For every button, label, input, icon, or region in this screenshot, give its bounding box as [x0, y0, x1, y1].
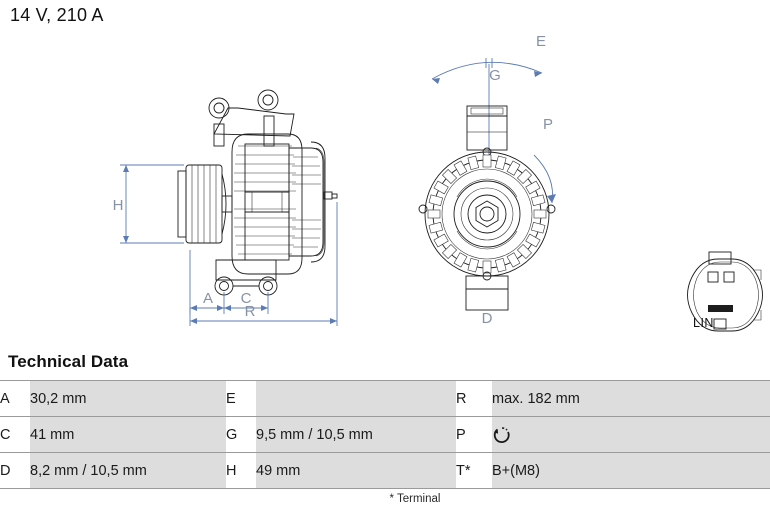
dimension-r — [189, 202, 338, 326]
lin-connector-label: LIN — [693, 316, 714, 330]
lin-connector-drawing — [687, 251, 763, 332]
spec-value-r: max. 182 mm — [492, 380, 770, 417]
dimension-e — [431, 58, 543, 84]
technical-data-section: Technical Data A 30,2 mm E R max. 182 mm… — [0, 352, 770, 505]
spec-key-t: T* — [456, 452, 492, 489]
technical-drawings: H A C R — [0, 24, 770, 354]
spec-key-c: C — [0, 416, 30, 453]
dimension-label-c: C — [241, 290, 252, 307]
spec-value-d: 8,2 mm / 10,5 mm — [30, 452, 226, 489]
spec-value-t: B+(M8) — [492, 452, 770, 489]
table-row: C 41 mm G 9,5 mm / 10,5 mm P — [0, 416, 770, 453]
spec-value-e — [256, 380, 456, 417]
spec-key-a: A — [0, 380, 30, 417]
dimension-label-p: P — [543, 116, 553, 133]
spec-value-g: 9,5 mm / 10,5 mm — [256, 416, 456, 453]
mounting-ears-top — [208, 89, 295, 147]
alternator-side-view: H A C R — [113, 89, 338, 326]
alternator-housing — [231, 133, 338, 275]
dimension-label-d: D — [482, 310, 493, 327]
technical-data-table: A 30,2 mm E R max. 182 mm C 41 mm G 9,5 … — [0, 380, 770, 489]
spec-key-e: E — [226, 380, 256, 417]
spec-value-p — [492, 416, 770, 453]
table-footnote: * Terminal — [389, 493, 441, 505]
dimension-label-e: E — [536, 33, 546, 50]
spec-key-d: D — [0, 452, 30, 489]
alternator-front-view: E G — [418, 33, 556, 327]
spec-value-c: 41 mm — [30, 416, 226, 453]
alternator-body-front — [418, 151, 556, 277]
spec-key-h: H — [226, 452, 256, 489]
dimension-label-g: G — [489, 67, 501, 84]
table-row: A 30,2 mm E R max. 182 mm — [0, 380, 770, 417]
dimension-label-h: H — [113, 197, 124, 214]
spec-key-g: G — [226, 416, 256, 453]
spec-value-a: 30,2 mm — [30, 380, 226, 417]
mounting-foot-bottom — [214, 259, 278, 296]
spec-key-r: R — [456, 380, 492, 417]
page-title: 14 V, 210 A — [10, 5, 104, 25]
spec-key-p: P — [456, 416, 492, 453]
dimension-h — [120, 164, 184, 244]
technical-data-heading: Technical Data — [8, 352, 129, 371]
rotation-arrow-p — [533, 154, 556, 204]
table-row: D 8,2 mm / 10,5 mm H 49 mm T* B+(M8) — [0, 452, 770, 489]
rotation-direction-icon — [492, 425, 512, 445]
top-connector-block — [466, 105, 508, 157]
bottom-foot-front — [465, 271, 509, 311]
pulley — [177, 164, 233, 244]
spec-value-h: 49 mm — [256, 452, 456, 489]
dimension-label-a: A — [203, 290, 213, 307]
dimension-label-r: R — [245, 303, 256, 320]
dimension-a-c — [189, 250, 269, 314]
